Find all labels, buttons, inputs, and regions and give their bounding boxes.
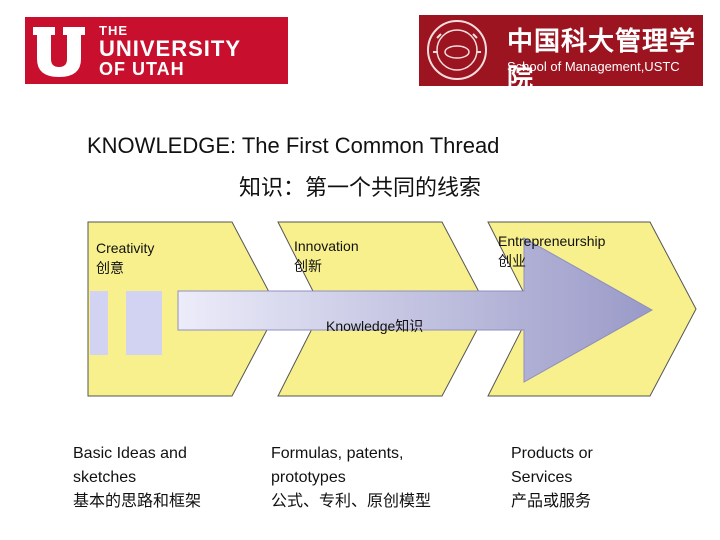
page-title: KNOWLEDGE: The First Common Thread — [87, 133, 500, 158]
university-of-utah-logo: THE UNIVERSITY OF UTAH — [25, 17, 288, 84]
stage-label-entrepreneurship: Entrepreneurship 创业 — [498, 233, 606, 269]
output-entrepreneurship: Products or Services 产品或服务 — [511, 445, 593, 510]
ustc-management-logo: 中国科大管理学院 School of Management,USTC — [419, 15, 703, 94]
page-title-chinese: 知识：第一个共同的线索 — [238, 176, 481, 201]
logo-of-utah-text: OF UTAH — [99, 59, 185, 79]
utah-u-icon — [33, 27, 85, 77]
ustc-seal-icon — [427, 20, 487, 80]
logo-the-text: THE — [99, 23, 128, 38]
output-creativity: Basic Ideas and sketches 基本的思路和框架 — [73, 445, 202, 510]
knowledge-arrow-label: Knowledge知识 — [326, 318, 424, 334]
stage-label-innovation: Innovation 创新 — [294, 238, 359, 274]
stage-label-creativity: Creativity 创意 — [96, 240, 155, 276]
knowledge-arrow — [177, 237, 654, 383]
arrow-tail-block-2 — [126, 291, 162, 355]
output-innovation: Formulas, patents, prototypes 公式、专利、原创模型 — [271, 445, 432, 510]
ustc-logo-english-name: School of Management,USTC — [507, 59, 680, 74]
ustc-logo-chinese-name: 中国科大管理学院 — [507, 27, 697, 94]
logo-university-text: UNIVERSITY — [99, 36, 242, 61]
arrow-tail-block-1 — [90, 291, 108, 355]
